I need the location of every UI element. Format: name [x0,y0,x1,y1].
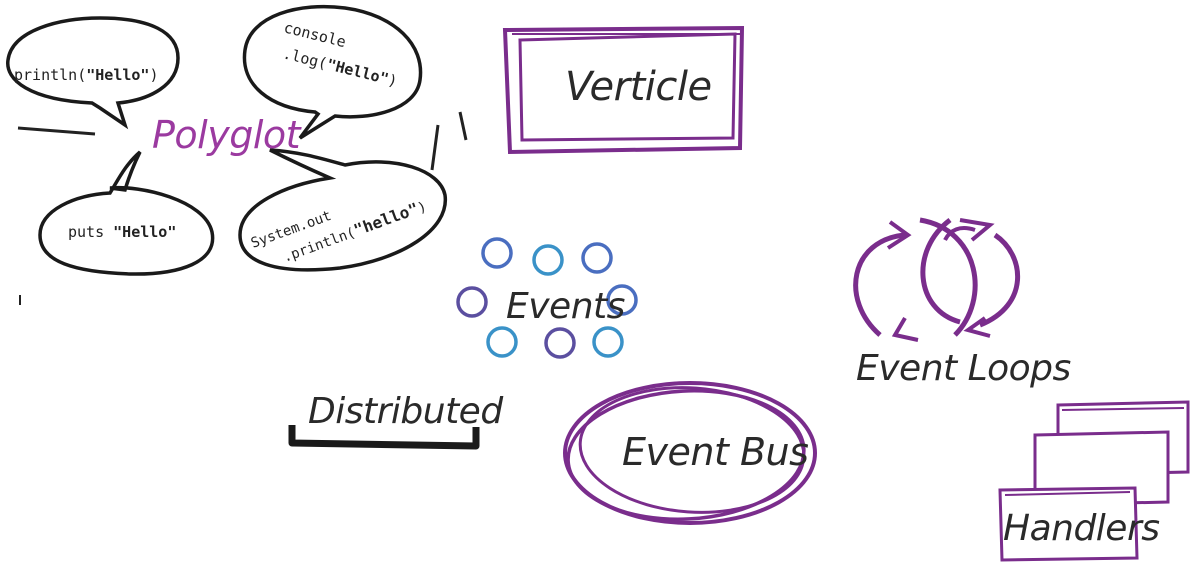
verticle-label: Verticle [565,64,712,110]
bubble-outline [6,16,180,130]
verticle-group: Verticle [502,25,745,155]
code-segment: println( [14,66,86,84]
speech-bubble-puts: puts "Hello" [38,150,215,276]
handler-card-edge [1061,407,1185,411]
code-segment: "Hello" [86,66,149,84]
handler-card-edge [1004,491,1131,496]
bubble-outline [238,148,447,272]
verticle-outer-box [502,25,745,155]
loop-arrowhead [963,316,991,338]
code-segment: ) [149,66,158,84]
event-circle [481,237,513,269]
loop-arrowhead [886,220,912,250]
event-circle [456,286,488,318]
events-label: Events [506,286,625,327]
bubble-outline [38,150,215,276]
verticle-inner-box [518,32,737,142]
distributed-bracket [288,425,480,450]
event-circle [486,326,518,358]
speech-bubble-system-out: System.out .println("hello") [238,148,447,272]
loop-arc [920,218,961,325]
speech-bubble-console-log: console .log("Hello") [242,4,423,140]
handlers-group: Handlers [998,400,1190,562]
code-segment: puts [68,223,113,241]
polyglot-label: Polyglot [152,113,303,157]
events-group: Events [456,237,638,359]
event-circle [581,242,613,274]
loop-arc [919,217,978,337]
loop-arc [979,232,1020,328]
event-bus-ellipse [578,386,806,514]
handler-card [998,486,1139,562]
event-bus-ellipse [563,381,817,525]
event-circle [544,327,576,359]
event-loops-label: Event Loops [856,348,1071,389]
stray-stroke [430,111,468,171]
stray-stroke [17,126,96,136]
speech-bubble-println: println("Hello") [6,16,180,130]
loop-arrowhead [891,316,919,342]
loop-arrowhead [959,218,995,242]
loop-arc [853,232,906,337]
distributed-group: Distributed [288,391,505,450]
bubble-code-text: puts "Hello" [68,223,176,241]
event-bus-group: Event Bus [563,381,817,525]
handlers-label: Handlers [1003,508,1160,549]
event-circle [532,244,564,276]
event-loops-group: Event Loops [853,217,1071,389]
bubble-code-text: println("Hello") [14,66,159,84]
code-segment: ) [386,71,399,91]
event-circle [606,284,638,316]
event-bus-label: Event Bus [622,430,808,474]
bubble-outline [242,4,423,140]
event-circle [592,326,624,358]
loop-arc [943,226,976,242]
distributed-label: Distributed [308,391,504,432]
code-segment: "Hello" [113,223,176,241]
polyglot-group: println("Hello") console .log("Hello") p… [6,4,468,305]
